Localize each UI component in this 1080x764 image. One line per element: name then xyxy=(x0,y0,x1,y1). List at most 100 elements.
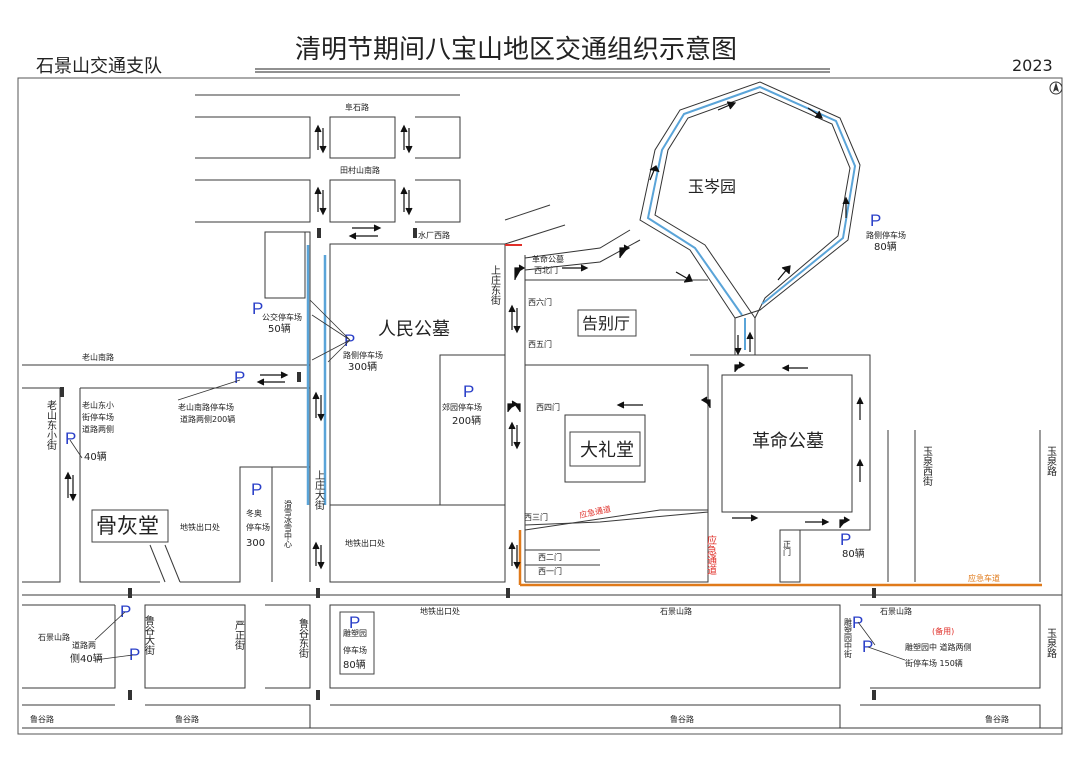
road-yuquanxijie: 玉泉西街 xyxy=(921,446,933,487)
parking-dongao-line-3: 300 xyxy=(246,538,265,549)
parking-diaosu-box xyxy=(339,611,375,675)
road-luguolu-2: 鲁谷路 xyxy=(175,714,199,724)
parking-diaosuzhong-line-1: (备用) xyxy=(932,626,954,636)
traffic-light-icon xyxy=(316,588,320,598)
parking-roadside300: P 路侧停车场 300辆 xyxy=(343,331,383,373)
gate-xiliumen: 西六门 xyxy=(528,297,552,307)
parking-bus-line-1: 公交停车场 xyxy=(262,312,302,322)
parking-diaosu: P 雕塑园 停车场 80辆 xyxy=(339,611,375,675)
parking-jingyuan-line-2: 200辆 xyxy=(452,414,481,427)
traffic-light-icon xyxy=(316,690,320,700)
dalitang-box xyxy=(569,431,641,467)
map-title: 清明节期间八宝山地区交通组织示意图 xyxy=(295,35,737,65)
road-shuichangxilu: 水厂西路 xyxy=(418,230,450,240)
road-fushilu: 阜石路 xyxy=(345,102,369,112)
parking-laoshandong-line-1: 老山东小 xyxy=(82,400,114,410)
traffic-light-icon xyxy=(317,228,321,238)
road-yuquanlu-bottom: 玉泉路 xyxy=(1045,628,1057,659)
gate-xisimen: 西四门 xyxy=(536,402,560,412)
parking-p-icon: P xyxy=(251,480,262,499)
traffic-light-icon xyxy=(872,690,876,700)
road-luguolu-3: 鲁谷路 xyxy=(670,714,694,724)
map-frame xyxy=(17,77,1063,735)
gate-xiyimen: 西一门 xyxy=(538,566,562,576)
road-shangzhuangdongjie: 上庄东街 xyxy=(489,265,501,306)
parking-laoshandong-line-3: 道路两侧 xyxy=(82,424,114,434)
parking-diaosuzhong-line-3: 街停车场 150辆 xyxy=(905,658,963,668)
parking-laoshan: P 老山南路停车场 道路两侧200辆 xyxy=(178,368,245,424)
traffic-light-icon xyxy=(128,690,132,700)
guhuitang-label: 骨灰堂 xyxy=(96,514,159,538)
map-year: 2023 xyxy=(1012,56,1053,75)
road-tiancunshannan: 田村山南路 xyxy=(340,165,380,175)
traffic-light-icon xyxy=(413,228,417,238)
emergency-lane-label: 应急通道 xyxy=(705,534,717,575)
guhuitang-box xyxy=(91,509,169,543)
parking-diaosu-line-1: 雕塑园 xyxy=(343,628,367,638)
emergency-car-label: 应急车道 xyxy=(968,573,1000,583)
parking-laoshandong: P 老山东小 街停车场 道路两侧 40辆 xyxy=(65,400,114,463)
road-luguolu-4: 鲁谷路 xyxy=(985,714,1009,724)
traffic-light-icon xyxy=(506,588,510,598)
parking-yucen: P 路侧停车场 80辆 xyxy=(866,211,906,253)
north-arrow-icon xyxy=(1049,81,1063,95)
subway-exit-bottom: 地铁出口处 xyxy=(420,606,460,616)
parking-bus: P 公交停车场 50辆 xyxy=(252,299,302,335)
road-laoshannanlu: 老山南路 xyxy=(82,352,114,362)
parking-laoshandong-line-4: 40辆 xyxy=(84,450,107,463)
road-shijingshanlu-mid: 石景山路 xyxy=(660,606,692,616)
parking-diaosu-line-2: 停车场 xyxy=(343,645,367,655)
parking-p-icon: P xyxy=(129,645,140,664)
parking-p-icon: P xyxy=(349,613,360,632)
parking-south-line-1: 80辆 xyxy=(842,547,865,560)
parking-p-icon: P xyxy=(65,429,76,448)
parking-roadside300-line-2: 300辆 xyxy=(348,360,377,373)
parking-p-icon: P xyxy=(852,613,863,632)
org-name: 石景山交通支队 xyxy=(36,56,162,77)
gate-xiwumen: 西五门 xyxy=(528,339,552,349)
parking-shijingshanlu-line-2: 侧40辆 xyxy=(70,652,103,665)
parking-p-icon: P xyxy=(120,602,131,621)
parking-bus-line-2: 50辆 xyxy=(268,322,291,335)
parking-p-icon: P xyxy=(252,299,263,318)
parking-dongao-line-1: 冬奥 xyxy=(246,508,262,518)
gate-xibeimen-sub: 西北门 xyxy=(534,265,558,275)
gaobie-box xyxy=(577,309,637,337)
road-yuquanlu-top: 玉泉路 xyxy=(1045,446,1057,477)
road-luguolu-1: 鲁谷路 xyxy=(30,714,54,724)
road-luguodongjie: 鲁谷东街 xyxy=(297,617,309,659)
parking-jingyuan: P 郊园停车场 200辆 xyxy=(442,382,482,427)
gate-xiermen: 西二门 xyxy=(538,552,562,562)
road-shangzhuangdajie: 上庄大街 xyxy=(313,470,325,511)
renmin-cemetery-label: 人民公墓 xyxy=(378,319,450,340)
parking-p-icon: P xyxy=(463,382,474,401)
parking-laoshan-line-2: 道路两侧200辆 xyxy=(180,414,235,424)
road-yanzhengjie: 严正街 xyxy=(233,620,245,651)
parking-laoshan-line-1: 老山南路停车场 xyxy=(178,402,234,412)
parking-south: P 80辆 xyxy=(840,530,865,560)
road-shijingshanlu-right: 石景山路 xyxy=(880,606,912,616)
traffic-lights xyxy=(60,228,876,700)
road-shijingshanlu-left: 石景山路 xyxy=(38,632,70,642)
parking-leader-lines xyxy=(69,299,906,661)
parking-p-icon: P xyxy=(862,637,873,656)
road-luguodajie: 鲁谷大街 xyxy=(143,614,155,656)
traffic-light-icon xyxy=(297,372,301,382)
parking-p-icon: P xyxy=(870,211,881,230)
geming-cemetery-label: 革命公墓 xyxy=(752,431,824,452)
parking-diaosuzhong-line-2: 雕塑园中 道路两侧 xyxy=(905,642,972,652)
gate-zhengmen: 正门 xyxy=(783,540,792,557)
parking-dongao: P 冬奥 停车场 300 xyxy=(246,480,270,549)
traffic-arrows xyxy=(64,101,864,570)
gate-xibeimen: 革命公墓 xyxy=(532,254,564,264)
road-diaosuyuanzhongjie: 雕塑园中街 xyxy=(844,617,853,659)
parking-diaosuzhong: P P (备用) 雕塑园中 道路两侧 街停车场 150辆 xyxy=(852,613,972,668)
parking-laoshandong-line-2: 街停车场 xyxy=(82,412,114,422)
subway-exit-middle: 地铁出口处 xyxy=(345,538,385,548)
traffic-light-icon xyxy=(60,387,64,397)
road-laoshandongxiaojie: 老山东小街 xyxy=(45,399,57,451)
parking-yucen-line-1: 路侧停车场 xyxy=(866,230,906,240)
parking-jingyuan-line-1: 郊园停车场 xyxy=(442,402,482,412)
parking-shijingshanlu-line-1: 道路两 xyxy=(72,640,96,650)
